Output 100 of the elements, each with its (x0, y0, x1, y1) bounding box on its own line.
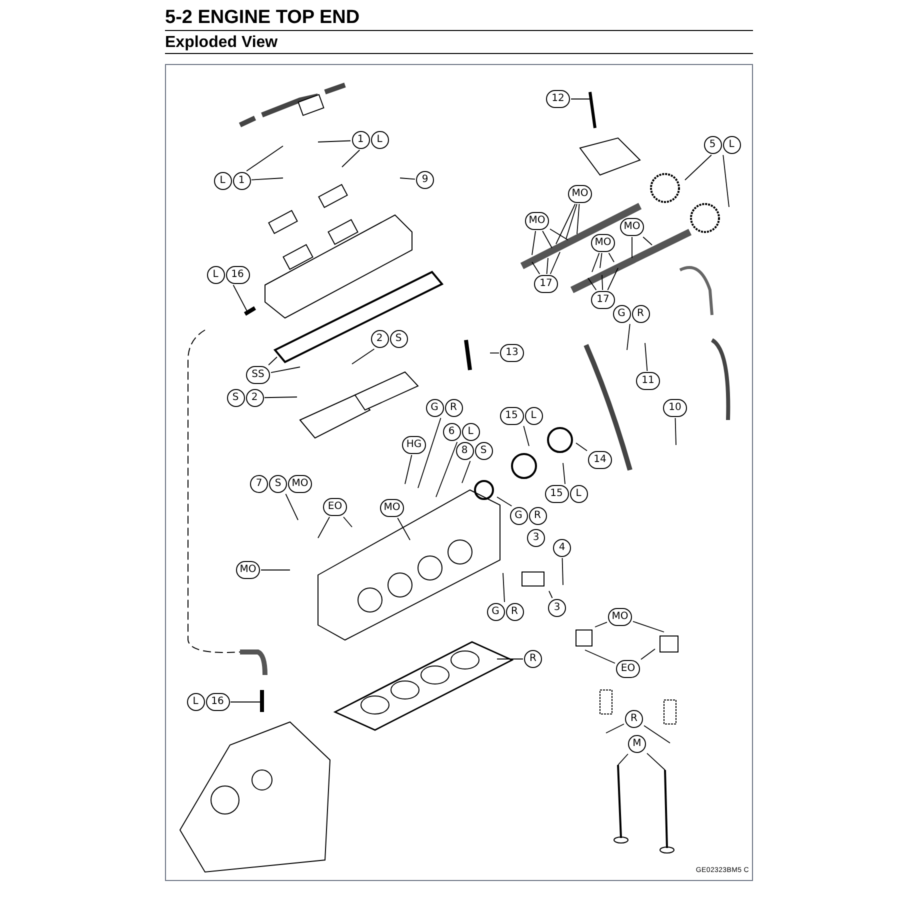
callout-number: L (370, 131, 388, 149)
leader-line (584, 650, 616, 664)
callout-number: R (444, 399, 462, 417)
callout-number: R (506, 603, 524, 621)
leader-line (588, 278, 597, 290)
callout-number: S (226, 389, 244, 407)
leader-line (532, 262, 540, 274)
leader-line (490, 352, 500, 354)
callout-number: L (214, 172, 232, 190)
callout-number: S (390, 330, 408, 348)
callout-number: G (426, 399, 444, 417)
leader-line (722, 154, 730, 208)
leader-line (264, 396, 298, 398)
leader-line (548, 590, 553, 598)
leader-line (418, 418, 442, 488)
callout-number: 17 (591, 291, 615, 309)
leader-line (318, 516, 330, 538)
leader-line (562, 462, 566, 484)
callout-number: MO (608, 608, 632, 626)
leader-line (684, 154, 712, 180)
leader-line (602, 274, 604, 290)
leader-line (342, 150, 360, 168)
leader-line (404, 454, 412, 484)
callout-number: 1 (232, 172, 250, 190)
leader-line (285, 494, 298, 520)
callout-number: MO (591, 234, 615, 252)
callout-number: MO (236, 561, 260, 579)
leader-line (600, 252, 602, 268)
leader-line (566, 204, 578, 240)
leader-line (397, 518, 410, 540)
callout-number: 9 (416, 171, 434, 189)
leader-line (640, 648, 656, 660)
leader-line (644, 725, 670, 744)
callout-number: S (269, 475, 287, 493)
callout-number: R (528, 507, 546, 525)
leader-line (268, 356, 278, 366)
callout-number: 15 (544, 485, 568, 503)
callout-number: EO (323, 498, 347, 516)
leader-line (562, 558, 564, 586)
callout-number: G (612, 305, 630, 323)
leader-line (576, 442, 588, 452)
callout-number: S (474, 442, 492, 460)
callout-number: EO (616, 660, 640, 678)
callout-number: 5 (704, 136, 722, 154)
callout-number: 14 (588, 451, 612, 469)
leader-line (607, 268, 618, 290)
leader-line (496, 496, 512, 506)
callout-number: 3 (548, 599, 566, 617)
callout-number: L (524, 407, 542, 425)
callout-number: 2 (246, 389, 264, 407)
callout-number: MO (620, 218, 644, 236)
leader-line (592, 252, 600, 272)
leader-line (556, 204, 576, 244)
callout-number: MO (525, 212, 549, 230)
leader-line (550, 252, 560, 274)
callout-number: 8 (456, 442, 474, 460)
callout-number: 1 (352, 131, 370, 149)
callout-number: G (510, 507, 528, 525)
leader-line (642, 236, 652, 246)
callout-number: 16 (226, 266, 250, 284)
callout-number: L (206, 266, 224, 284)
callout-number: 16 (206, 693, 230, 711)
leader-line (546, 258, 548, 274)
callout-number: 4 (553, 539, 571, 557)
leader-line (626, 324, 630, 350)
leader-line (400, 178, 416, 180)
callout-number: 15 (500, 407, 524, 425)
leader-line (674, 418, 676, 446)
callout-number: HG (402, 436, 426, 454)
callout-number: L (722, 136, 740, 154)
callout-number: R (524, 650, 542, 668)
callout-number: 10 (663, 399, 687, 417)
callout-number: 7 (250, 475, 268, 493)
leader-line (606, 724, 624, 734)
leader-line (576, 204, 580, 234)
callout-number: 13 (500, 344, 524, 362)
callout-number: 6 (442, 423, 460, 441)
leader-line (532, 230, 536, 256)
leader-line (608, 252, 614, 262)
callout-number: MO (380, 499, 404, 517)
leader-line (644, 342, 648, 372)
callout-number: L (570, 485, 588, 503)
leader-line (251, 178, 284, 180)
leader-line (270, 366, 300, 373)
leader-line (594, 622, 608, 628)
leader-line (352, 348, 375, 364)
callout-number: L (186, 693, 204, 711)
callout-number: R (632, 305, 650, 323)
leader-line (550, 228, 568, 240)
callout-number: 11 (636, 372, 660, 390)
page-title: 5-2 ENGINE TOP END (165, 6, 361, 30)
leader-line (318, 140, 351, 142)
callout-number: 2 (370, 330, 388, 348)
leader-line (618, 754, 628, 766)
callout-number: 17 (534, 275, 558, 293)
callout-number: M (628, 735, 646, 753)
leader-line (502, 572, 505, 602)
callout-number: MO (568, 185, 592, 203)
leader-line (632, 620, 664, 632)
callout-number: 3 (527, 529, 545, 547)
